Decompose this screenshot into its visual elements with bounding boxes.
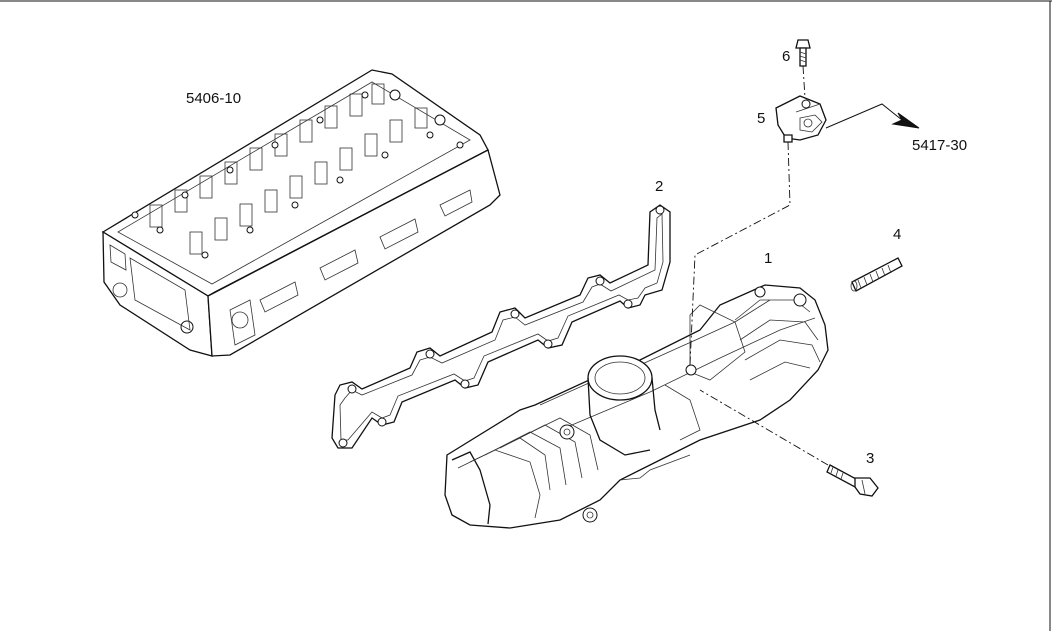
stud: [850, 257, 903, 292]
part-2-label: 2: [655, 178, 663, 195]
sensor-harness-ref-label: 5417-30: [912, 137, 967, 154]
cylinder-head: [101, 69, 501, 357]
part-5-label: 5: [757, 110, 765, 127]
part-4-label: 4: [893, 226, 901, 243]
sensor-harness-leader: [825, 103, 920, 129]
head-valve-bores: [149, 83, 428, 255]
manifold-right-end: [664, 286, 821, 441]
cylinder-head-ref-label: 5406-10: [186, 90, 241, 107]
screw: [795, 39, 811, 67]
part-6-label: 6: [782, 48, 790, 65]
sensor: [775, 95, 827, 143]
head-bolt-holes: [131, 89, 464, 259]
intake-manifold: [444, 284, 829, 529]
part-3-label: 3: [866, 450, 874, 467]
assembly-center-lines: [689, 65, 829, 466]
bolt: [826, 464, 879, 497]
part-1-label: 1: [764, 250, 772, 267]
manifold-inlet-throat: [559, 355, 661, 456]
manifold-gasket: [331, 204, 671, 449]
head-exhaust-ports: [112, 189, 473, 346]
